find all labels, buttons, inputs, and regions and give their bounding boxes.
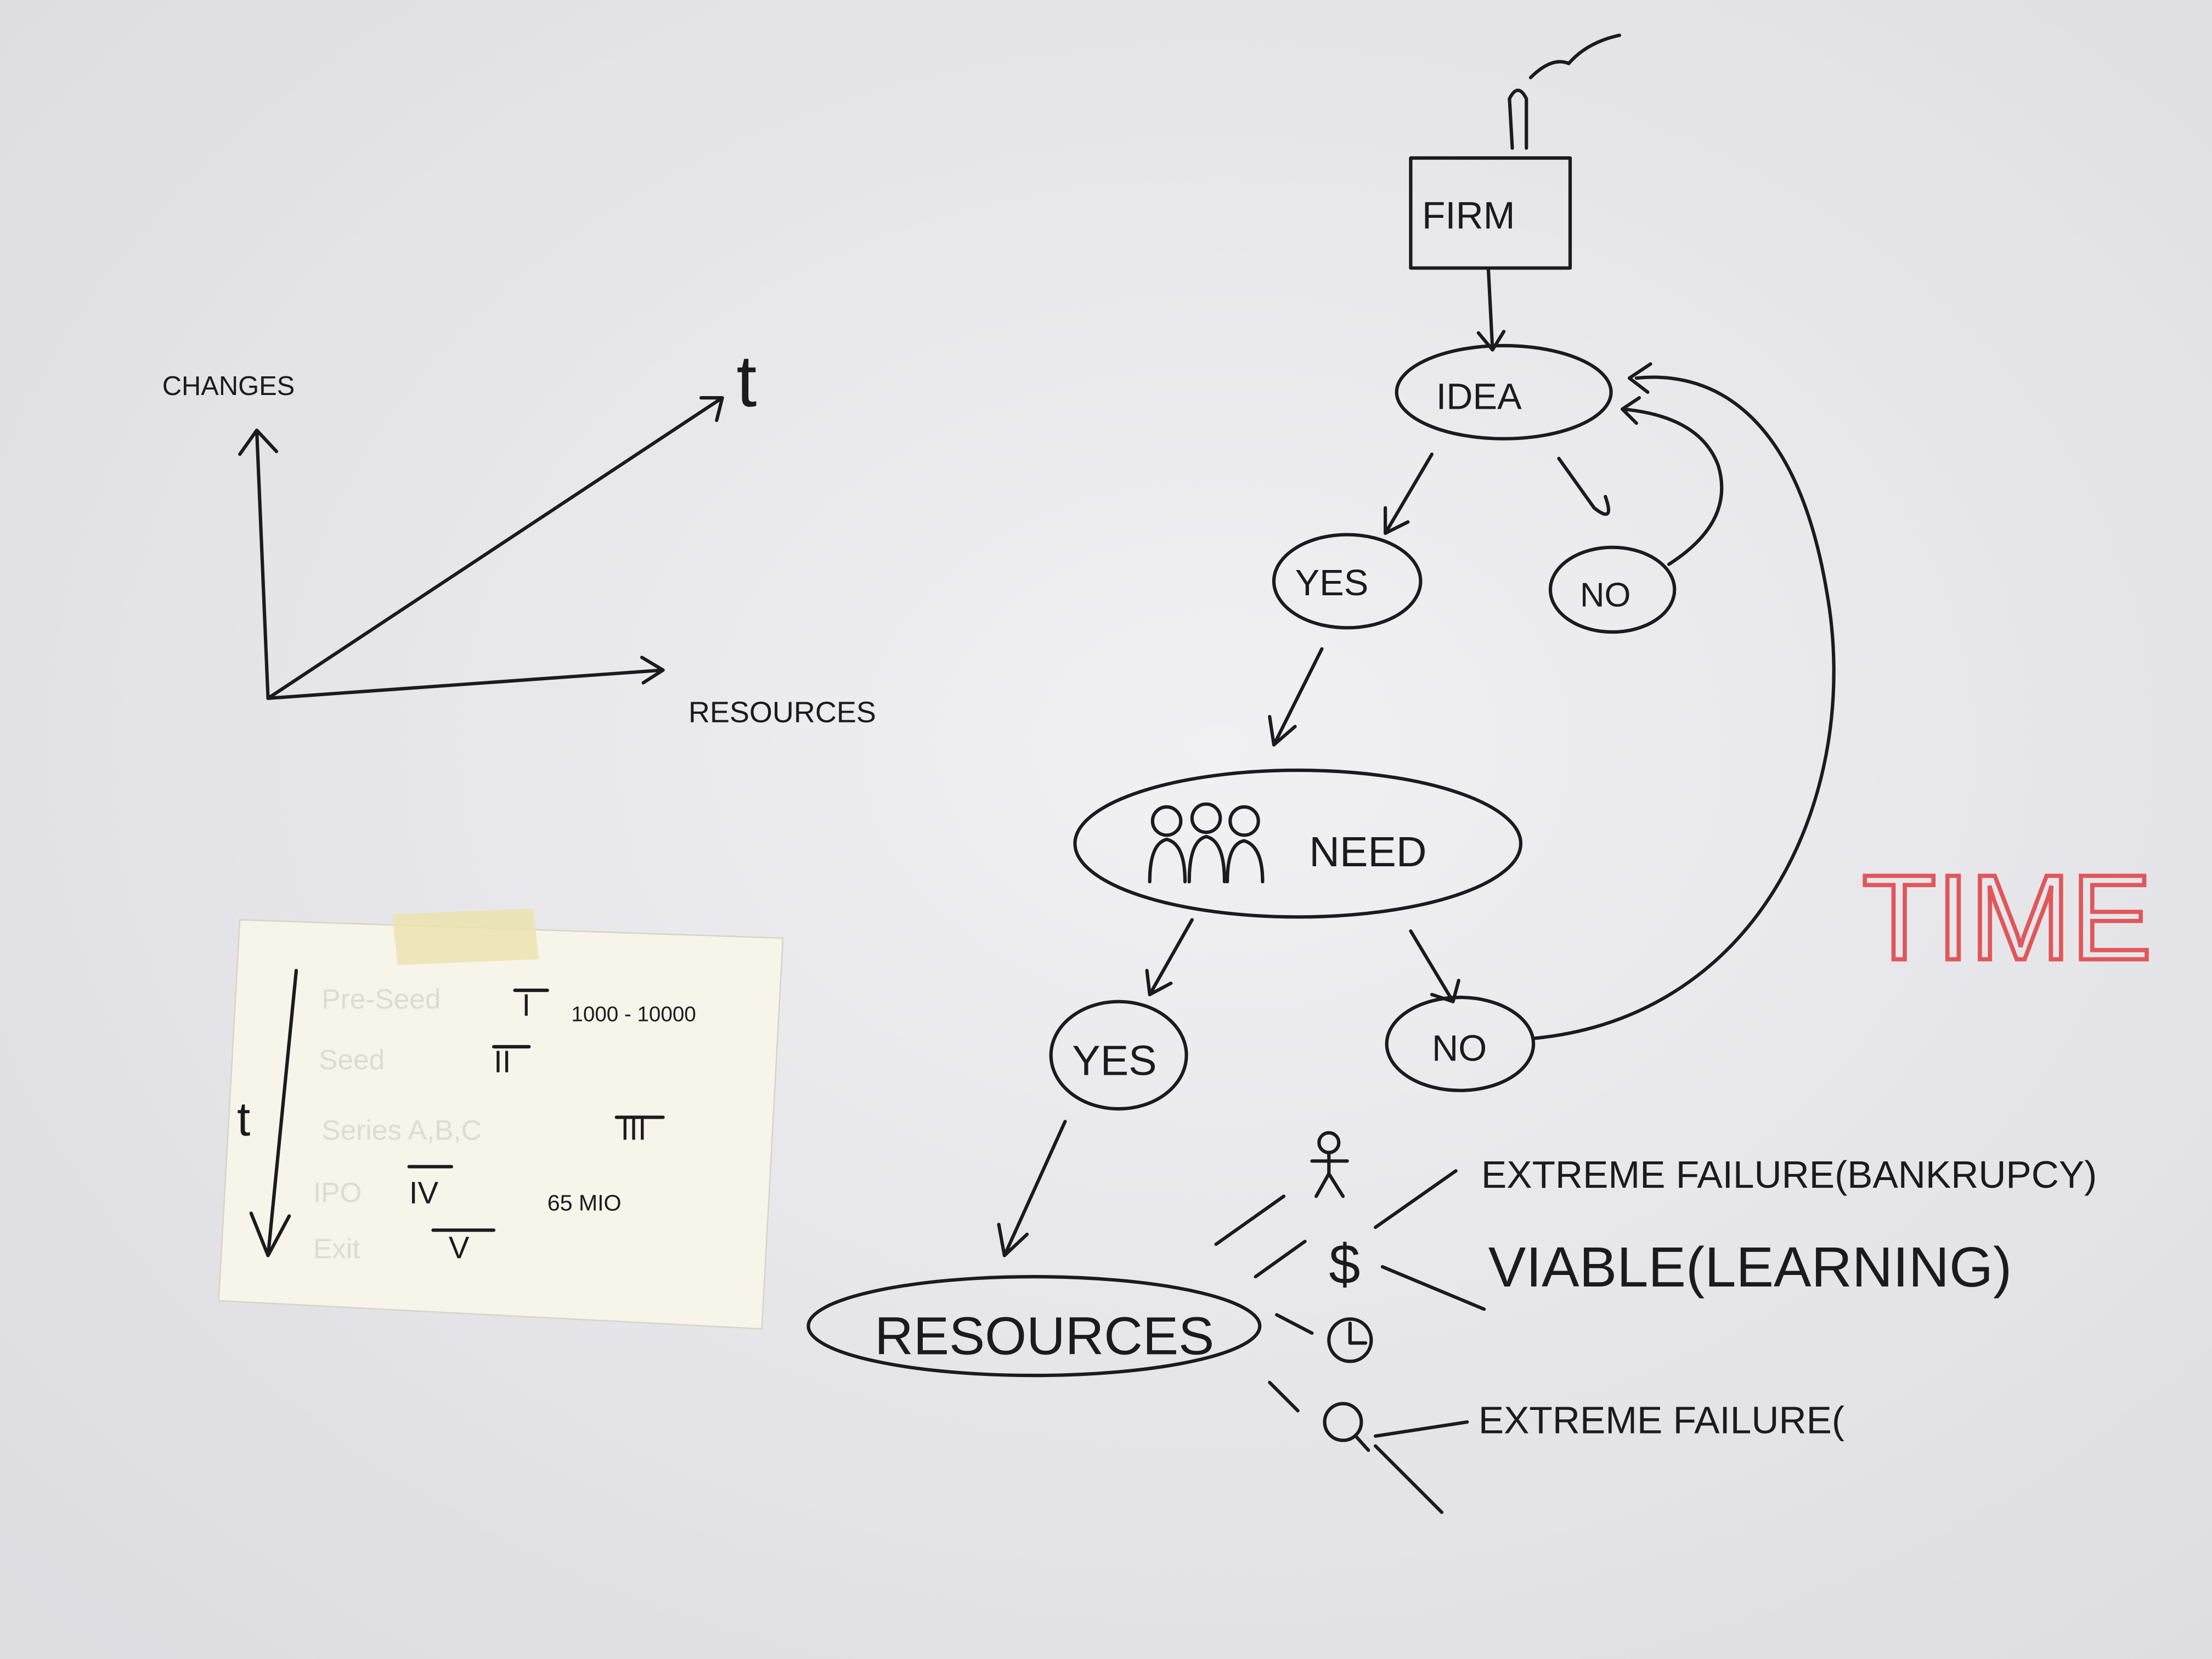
stage-note: 1000 - 10000 [571,1003,696,1026]
arrow-need-yes [1145,918,1194,996]
arrow-yes-need [1268,647,1324,747]
resource-branches [1214,1194,1314,1413]
stage-numeral: II [494,1044,511,1079]
faded-stage: IPO [313,1176,362,1208]
firm-label: FIRM [1422,194,1515,237]
sticky-note: t Pre-Seed Seed Series A,B,C IPO Exit I … [218,909,784,1330]
diagonal-label: t [736,341,757,422]
need-no-node [1385,995,1536,1092]
numeral-bars [407,989,665,1232]
clock-icon [1327,1317,1373,1363]
idea-label: IDEA [1436,376,1522,417]
idea-no-label: NO [1580,577,1631,614]
people-icon [1148,802,1265,884]
need-yes-node [1049,1000,1188,1111]
arrow-idea-yes [1384,452,1434,535]
faded-stage: Seed [319,1043,385,1075]
x-axis-arrow [266,656,665,700]
arrow-firm-idea [1476,266,1506,352]
person-icon [1310,1131,1349,1198]
stage-numeral: V [449,1231,470,1265]
idea-yes-node [1272,533,1423,630]
arrow-need-no [1409,929,1460,1003]
outcome-label: EXTREME FAILURE( [1479,1399,1844,1442]
note-axis-label: t [237,1092,250,1146]
stage-numeral: IV [409,1175,439,1210]
diagonal-arrow [266,396,724,700]
need-yes-label: YES [1072,1037,1156,1084]
stage-numeral: I [522,988,531,1022]
magnifier-icon [1323,1402,1370,1452]
idea-no-node [1548,545,1677,634]
x-axis-label: RESOURCES [689,696,876,729]
faded-stage: Exit [313,1233,360,1265]
time-label: TIME [1862,850,2152,985]
y-axis-arrow [238,428,279,700]
arrow-idea-no [1557,456,1611,516]
loop-no-to-idea [1621,396,1724,566]
arrow-yes-resources [997,1120,1067,1257]
faded-stage: Series A,B,C [321,1114,481,1146]
loop-need-no-to-idea [1533,362,1836,1040]
need-node [1073,768,1523,919]
y-axis-label: CHANGES [162,371,295,401]
idea-yes-label: YES [1295,562,1369,603]
sticky-paper [218,919,784,1330]
time-arrow [249,969,298,1257]
flow-diagram: FIRM IDEA YES NO NEED YES NO RESOURCES [806,33,2154,1514]
idea-node [1395,343,1613,441]
need-no-label: NO [1432,1028,1487,1069]
resources-label: RESOURCES [874,1306,1214,1366]
tape [392,909,539,965]
firm-box [1409,156,1572,270]
dollar-icon: $ [1329,1233,1360,1296]
outcome-label: VIABLE(LEARNING) [1488,1235,2012,1299]
resources-node [806,1275,1262,1378]
need-label: NEED [1309,828,1426,876]
outcome-branches [1374,1169,1486,1514]
chimney-icon [1508,33,1622,150]
sketch-chart: CHANGES RESOURCES t [162,341,876,729]
outcome-label: EXTREME FAILURE(BANKRUPCY) [1481,1153,2097,1196]
faded-stage: Pre-Seed [321,983,441,1015]
stage-note: 65 MIO [548,1190,622,1215]
